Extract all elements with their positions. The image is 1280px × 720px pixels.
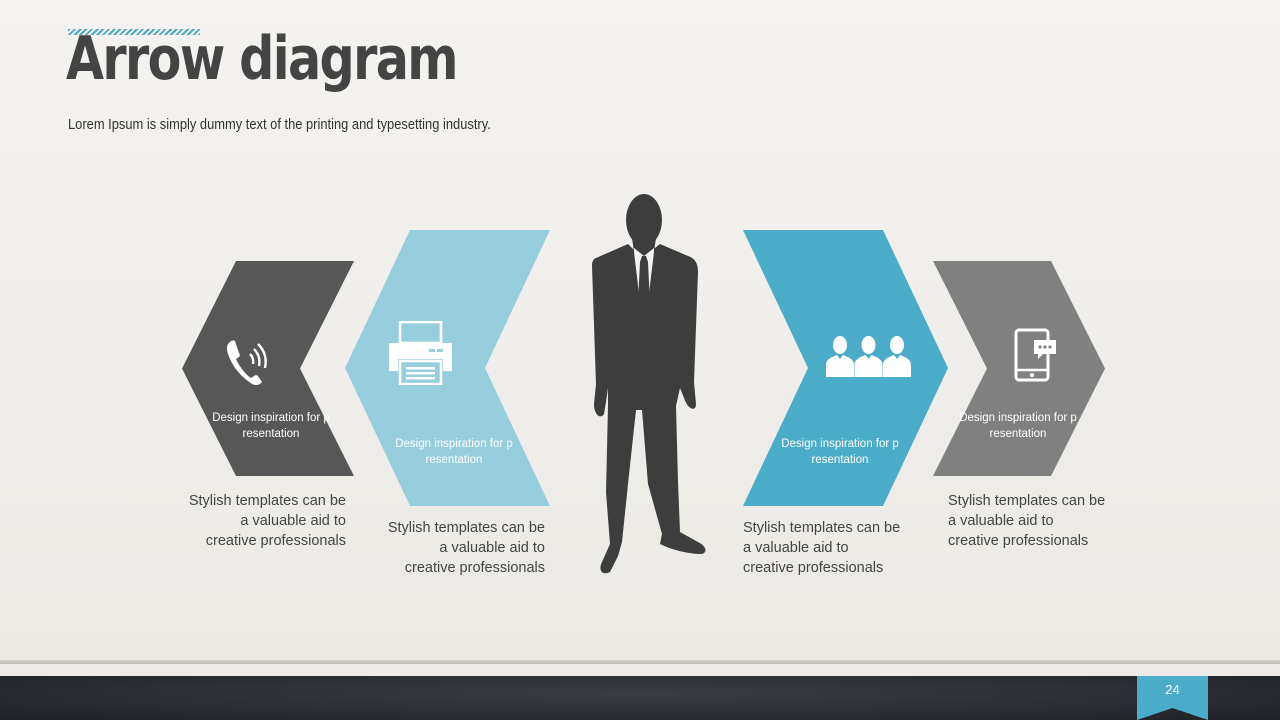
slide-subtitle: Lorem Ipsum is simply dummy text of the … [68, 116, 491, 133]
arrow-shape-1 [182, 261, 354, 476]
arrow-description-1: Stylish templates can be a valuable aid … [188, 493, 346, 549]
businessman-silhouette-icon [592, 194, 706, 574]
arrow-shape-4 [933, 261, 1105, 476]
group-icon [826, 336, 911, 377]
footer-divider [0, 660, 1280, 664]
arrow-label-3: Design inspiration for p resentation [781, 438, 899, 466]
arrow-label-2: Design inspiration for p resentation [395, 438, 513, 466]
arrow-description-2: Stylish templates can be a valuable aid … [387, 520, 545, 576]
page-number-ribbon [1137, 676, 1208, 720]
printer-icon [389, 321, 452, 385]
slide-canvas: Arrow diagram Lorem Ipsum is simply dumm… [0, 0, 1280, 662]
arrow-label-4: Design inspiration for p resentation [959, 412, 1077, 440]
mobile-message-icon [1014, 328, 1056, 382]
phone-icon [226, 340, 267, 386]
title-decoration [68, 29, 200, 35]
footer-gap [0, 664, 1280, 676]
footer-bar [0, 676, 1280, 720]
arrow-description-3: Stylish templates can be a valuable aid … [743, 520, 901, 576]
page-number: 24 [1165, 682, 1180, 697]
arrow-label-1: Design inspiration for p resentation [212, 412, 330, 440]
slide-title: Arrow diagram [66, 24, 459, 94]
arrow-description-4: Stylish templates can be a valuable aid … [948, 493, 1106, 549]
